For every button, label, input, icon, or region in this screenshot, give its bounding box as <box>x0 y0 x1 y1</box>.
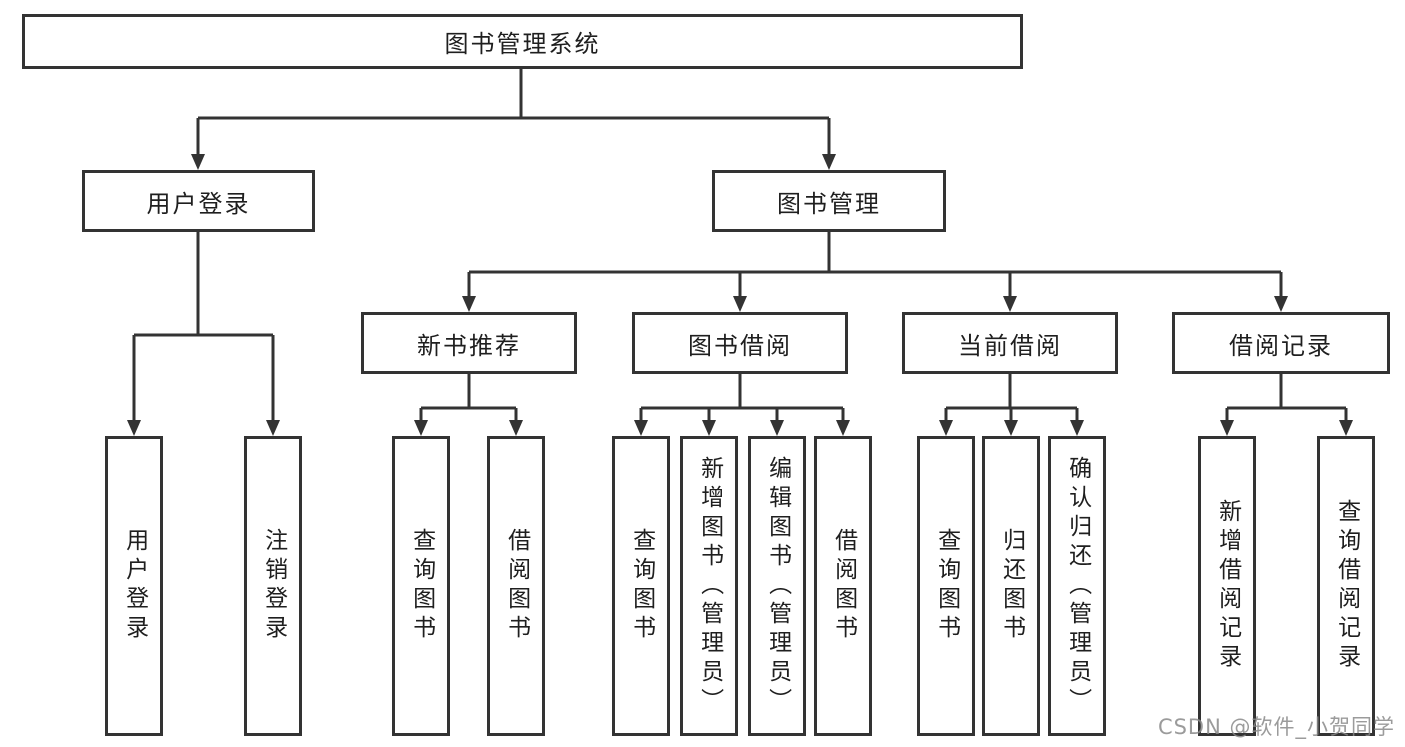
leaf-query-borrow-record: 查询借阅记录 <box>1317 436 1375 736</box>
leaf-add-books-admin: 新增图书（管理员） <box>680 436 738 736</box>
edge-book-borrowing-to-leaves <box>634 374 850 436</box>
node-book-management-system: 图书管理系统 <box>22 14 1023 69</box>
watermark-text: CSDN @软件_小贺同学 <box>1157 715 1395 739</box>
leaf-borrow-books-recommend: 借阅图书 <box>487 436 545 736</box>
arrowhead-icon <box>1004 420 1018 436</box>
arrowhead-icon <box>634 420 648 436</box>
arrowhead-icon <box>191 154 205 170</box>
edge-user-login-to-leaves <box>127 232 280 436</box>
leaf-confirm-return-admin: 确认归还（管理员） <box>1048 436 1106 736</box>
arrowhead-icon <box>822 154 836 170</box>
arrowhead-icon <box>127 420 141 436</box>
edge-new-book-recommendation-to-leaves <box>414 374 523 436</box>
node-borrowing-records: 借阅记录 <box>1172 312 1390 374</box>
node-book-borrowing: 图书借阅 <box>632 312 848 374</box>
leaf-edit-books-admin: 编辑图书（管理员） <box>748 436 806 736</box>
edge-current-borrowing-to-leaves <box>939 374 1084 436</box>
arrowhead-icon <box>733 296 747 312</box>
arrowhead-icon <box>836 420 850 436</box>
arrowhead-icon <box>1070 420 1084 436</box>
arrowhead-icon <box>1220 420 1234 436</box>
leaf-add-borrow-record: 新增借阅记录 <box>1198 436 1256 736</box>
edge-book-management-to-level3 <box>462 232 1288 312</box>
leaf-logout: 注销登录 <box>244 436 302 736</box>
node-user-login: 用户登录 <box>82 170 315 232</box>
arrowhead-icon <box>1339 420 1353 436</box>
arrowhead-icon <box>414 420 428 436</box>
arrowhead-icon <box>770 420 784 436</box>
leaf-borrow-books-borrowing: 借阅图书 <box>814 436 872 736</box>
leaf-query-books-borrowing: 查询图书 <box>612 436 670 736</box>
leaf-return-books: 归还图书 <box>982 436 1040 736</box>
arrowhead-icon <box>462 296 476 312</box>
node-new-book-recommendation: 新书推荐 <box>361 312 577 374</box>
node-current-borrowing: 当前借阅 <box>902 312 1118 374</box>
edge-root-to-level2 <box>191 69 836 170</box>
leaf-query-books-recommend: 查询图书 <box>392 436 450 736</box>
arrowhead-icon <box>1274 296 1288 312</box>
node-book-management: 图书管理 <box>712 170 946 232</box>
arrowhead-icon <box>939 420 953 436</box>
arrowhead-icon <box>266 420 280 436</box>
leaf-query-books-current: 查询图书 <box>917 436 975 736</box>
leaf-user-login: 用户登录 <box>105 436 163 736</box>
edge-borrowing-records-to-leaves <box>1220 374 1353 436</box>
arrowhead-icon <box>1003 296 1017 312</box>
arrowhead-icon <box>702 420 716 436</box>
arrowhead-icon <box>509 420 523 436</box>
